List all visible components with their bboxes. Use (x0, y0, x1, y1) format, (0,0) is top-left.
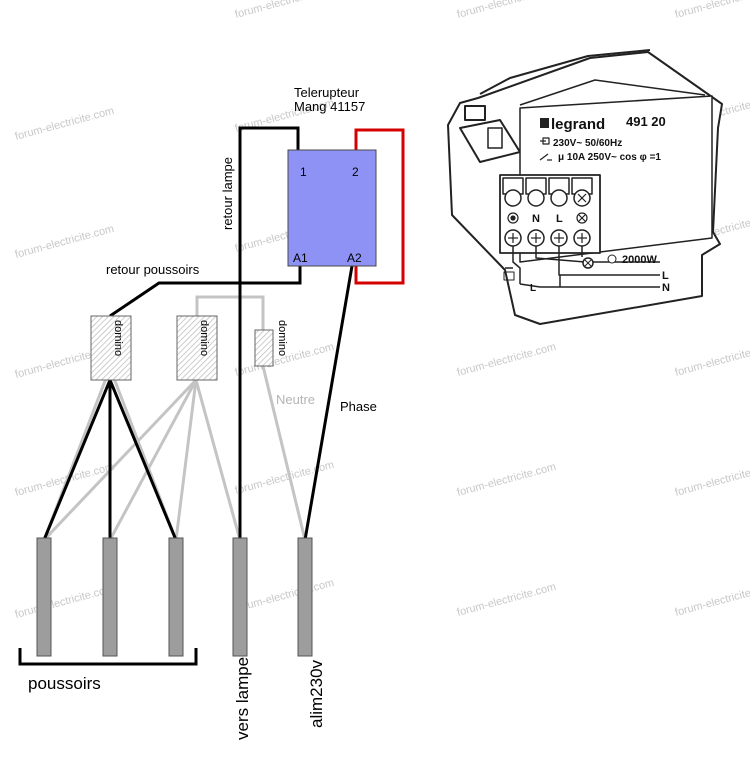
relay-body (287, 149, 377, 267)
neutral-wire (108, 379, 198, 541)
domino-label: domino (198, 320, 210, 356)
legrand-module-text: legrand 491 20 230V~ 50/60Hz μ 10A 250V~… (530, 114, 670, 294)
watermark: forum-electricite.com (234, 459, 336, 497)
pushbutton-cable (102, 537, 118, 657)
lamp-cable (232, 537, 248, 657)
watermark: forum-electricite.com (234, 577, 336, 615)
power-lamp-icon (607, 254, 617, 264)
relay-pin-2: 2 (352, 165, 359, 179)
rating-voltage: 230V~ 50/60Hz (553, 138, 622, 149)
label-poussoirs: poussoirs (28, 674, 101, 693)
black-wires (18, 126, 354, 666)
bridge-wire-red (354, 128, 405, 285)
watermark: forum-electricite.com (674, 461, 750, 499)
relay-pin-a2: A2 (347, 251, 362, 265)
relay-pin-1: 1 (300, 165, 307, 179)
domino-label: domino (112, 320, 124, 356)
pushbutton-return-wire (109, 266, 302, 318)
relay-model: Mang 41157 (294, 99, 365, 114)
label-alim230v: alim230v (307, 659, 326, 728)
relay-pin-a1: A1 (293, 251, 308, 265)
phase-wire (303, 265, 354, 541)
wiring-legend (503, 246, 660, 288)
pushbutton-wire (42, 379, 112, 541)
legrand-logo-square (540, 118, 549, 128)
watermark: forum-electricite.com (674, 0, 750, 21)
legend-l: L (662, 270, 669, 282)
relay: 1 2 A1 A2 Telerupteur Mang 41157 (287, 85, 377, 267)
rating-current: μ 10A 250V~ cos φ =1 (558, 152, 661, 163)
cables (36, 537, 313, 657)
neutral-wire (261, 365, 307, 541)
legend-n: N (662, 282, 670, 294)
lamp-return-wire (238, 126, 300, 540)
terminal-label-n: N (532, 213, 540, 225)
label-vers-lampe: vers lampe (233, 657, 252, 740)
terminal-label-l: L (556, 213, 563, 225)
pushbutton-cable (36, 537, 52, 657)
domino-right: domino (254, 320, 288, 367)
relay-title: Telerupteur (294, 85, 360, 100)
watermark: forum-electricite.com (674, 341, 750, 379)
label-phase: Phase (340, 399, 377, 414)
legrand-module (447, 49, 723, 325)
product-reference: 491 20 (626, 114, 666, 129)
watermark: forum-electricite.com (456, 0, 558, 21)
watermark: forum-electricite.com (674, 581, 750, 619)
switch-l: L (530, 283, 536, 294)
watermark: forum-electricite.com (456, 461, 558, 499)
domino-left: domino (90, 315, 132, 381)
watermark: forum-electricite.com (14, 583, 116, 621)
neutral-wire-top (195, 295, 265, 330)
neutral-wire (42, 378, 198, 542)
terminal-markers (507, 212, 588, 224)
pushbutton-wire (108, 379, 178, 541)
domino-middle: domino (176, 315, 218, 381)
watermark: forum-electricite.com (456, 341, 558, 379)
label-neutre: Neutre (276, 392, 315, 407)
label-retour-lampe: retour lampe (220, 157, 235, 230)
domino-label: domino (276, 320, 288, 356)
pushbutton-common-bar (18, 648, 198, 666)
watermark: forum-electricite.com (234, 0, 336, 21)
watermark: forum-electricite.com (456, 581, 558, 619)
watermark: forum-electricite.com (14, 105, 116, 143)
switch-symbol (503, 271, 515, 281)
brand-name: legrand (551, 116, 605, 133)
neutral-wire (194, 379, 242, 541)
label-retour-poussoirs: retour poussoirs (106, 262, 200, 277)
relay-coil-icon (539, 137, 552, 161)
pushbutton-cable (168, 537, 184, 657)
watermark: forum-electricite.com (14, 223, 116, 261)
supply-cable (297, 537, 313, 657)
neutral-wire (174, 379, 198, 541)
max-power: 2000W (622, 254, 657, 266)
